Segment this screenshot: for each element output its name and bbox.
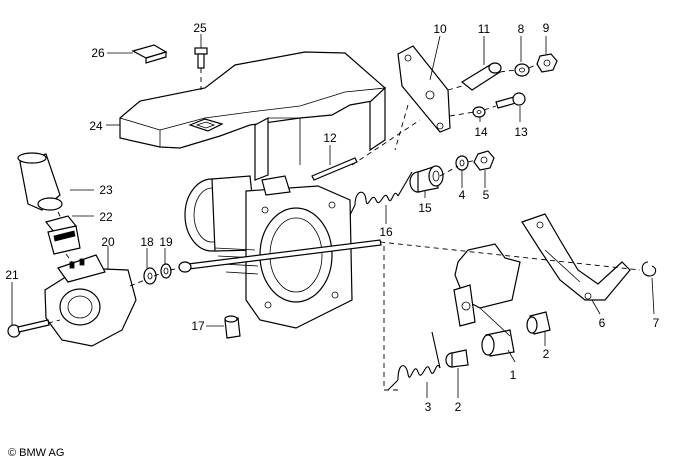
assembly-lines	[47, 63, 641, 391]
label-part-9: 9	[542, 21, 550, 35]
part-15-bushing	[409, 165, 444, 193]
label-part-12: 12	[323, 131, 337, 145]
part-19-washer	[160, 263, 172, 279]
part-22-connector	[44, 215, 81, 255]
label-part-15: 15	[418, 201, 432, 215]
throttle-shaft	[178, 239, 382, 273]
label-part-4: 4	[458, 188, 466, 202]
part-2-bushing-upper	[526, 311, 551, 335]
part-23-boot	[17, 152, 63, 211]
label-part-19: 19	[159, 235, 173, 249]
part-17-spacer	[224, 315, 241, 339]
copyright-notice: © BMW AG	[8, 447, 65, 459]
part-3-spring	[387, 331, 441, 391]
part-24-cover	[119, 51, 386, 181]
part-9-nut	[536, 53, 558, 73]
part-4-washer	[455, 155, 469, 171]
part-12-screw	[311, 145, 358, 181]
part-2-bushing-lower	[445, 349, 469, 368]
part-21-screw	[7, 319, 50, 338]
label-part-25: 25	[193, 21, 207, 35]
label-part-6: 6	[598, 316, 606, 330]
part-20-switch	[44, 254, 137, 347]
part-7-clip	[641, 261, 657, 277]
label-part-18: 18	[140, 235, 154, 249]
part-11-sleeve	[460, 62, 502, 91]
label-part-8: 8	[517, 22, 525, 36]
part-8-washer	[514, 63, 530, 77]
label-part-23: 23	[99, 183, 113, 197]
label-part-26: 26	[91, 46, 105, 60]
part-6-bracket	[521, 213, 631, 301]
label-part-10: 10	[433, 22, 447, 36]
throttle-housing	[184, 175, 353, 329]
label-part-22: 22	[99, 210, 113, 224]
label-part-21: 21	[5, 268, 19, 282]
leader-lines	[11, 35, 655, 398]
part-25-screw	[194, 34, 208, 69]
label-part-3: 3	[424, 400, 432, 414]
label-part-2-upper: 2	[542, 347, 550, 361]
label-part-13: 13	[514, 125, 528, 139]
label-part-11: 11	[477, 22, 491, 36]
part-13-bolt	[495, 92, 526, 109]
label-part-24: 24	[89, 119, 103, 133]
part-1-lever	[453, 243, 521, 357]
part-10-bracket	[397, 45, 451, 133]
part-14-washer	[472, 106, 486, 118]
label-part-7: 7	[652, 316, 660, 330]
label-part-5: 5	[482, 188, 490, 202]
label-part-1: 1	[509, 368, 517, 382]
label-part-16: 16	[379, 225, 393, 239]
label-part-20: 20	[101, 235, 115, 249]
part-26-clip	[107, 44, 168, 64]
label-part-2-lower: 2	[454, 400, 462, 414]
label-part-17: 17	[191, 319, 205, 333]
part-18-washer	[143, 267, 157, 285]
part-5-nut	[473, 150, 495, 171]
part-16-spring	[349, 171, 413, 216]
label-part-14: 14	[474, 125, 488, 139]
